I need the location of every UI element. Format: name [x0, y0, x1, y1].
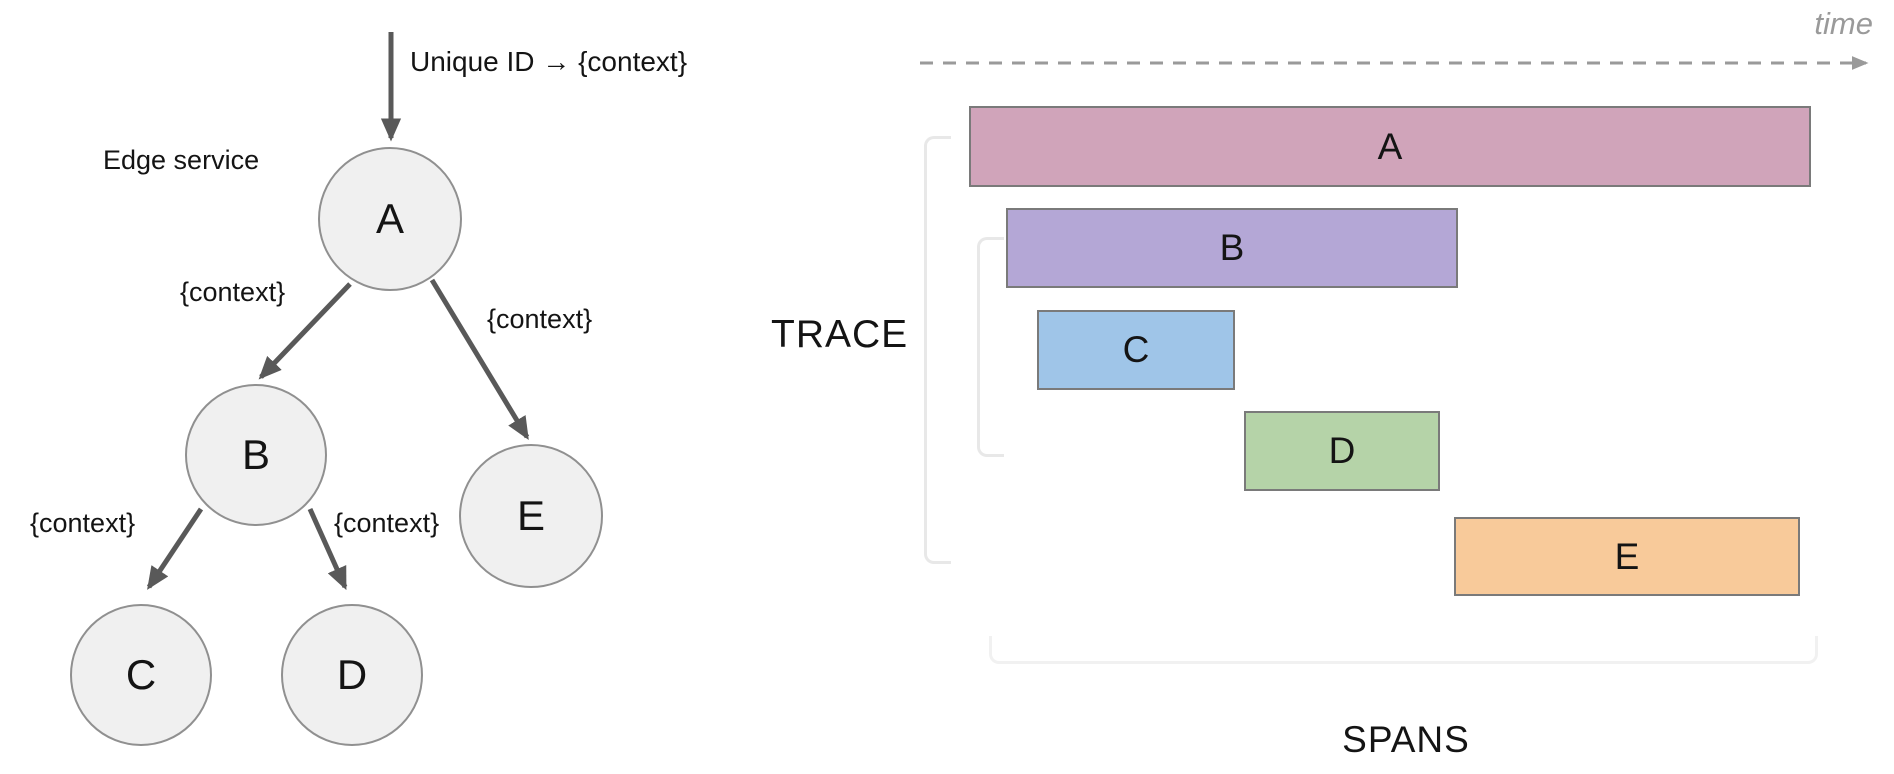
node-D-label: D [336, 651, 368, 698]
time-axis-label: time [1814, 6, 1873, 41]
node-C: C [70, 604, 212, 746]
context-label-a-e: {context} [487, 304, 593, 334]
span-bar-C: C [1037, 310, 1235, 390]
node-D: D [281, 604, 423, 746]
spans-label: SPANS [1342, 719, 1470, 760]
edge-service-label: Edge service [103, 145, 260, 175]
span-bar-D: D [1244, 411, 1440, 491]
node-A: A [318, 147, 462, 291]
context-label-b-d: {context} [334, 508, 440, 538]
node-B: B [185, 384, 327, 526]
node-C-label: C [125, 651, 157, 698]
node-B-label: B [241, 431, 270, 478]
span-bar-B-label: B [1219, 227, 1245, 268]
spans-bracket [989, 636, 1818, 664]
span-bar-E-label: E [1614, 535, 1640, 577]
trace-bracket-outer [924, 136, 951, 564]
context-label-a-b: {context} [180, 277, 286, 307]
span-bar-D-label: D [1328, 430, 1356, 471]
node-E-label: E [516, 492, 545, 539]
span-bar-A-label: A [1377, 125, 1403, 167]
node-A-label: A [375, 195, 404, 242]
node-E: E [459, 444, 603, 588]
trace-bracket-inner [977, 237, 1004, 457]
span-bar-A: A [969, 106, 1811, 187]
context-label-b-c: {context} [30, 508, 136, 538]
unique-id-label: Unique ID → {context} [410, 46, 688, 77]
span-bar-C-label: C [1122, 329, 1150, 370]
trace-label: TRACE [771, 313, 909, 356]
span-bar-E: E [1454, 517, 1800, 596]
edge-arrow-b-c-icon [146, 507, 204, 590]
span-bar-B: B [1006, 208, 1458, 288]
